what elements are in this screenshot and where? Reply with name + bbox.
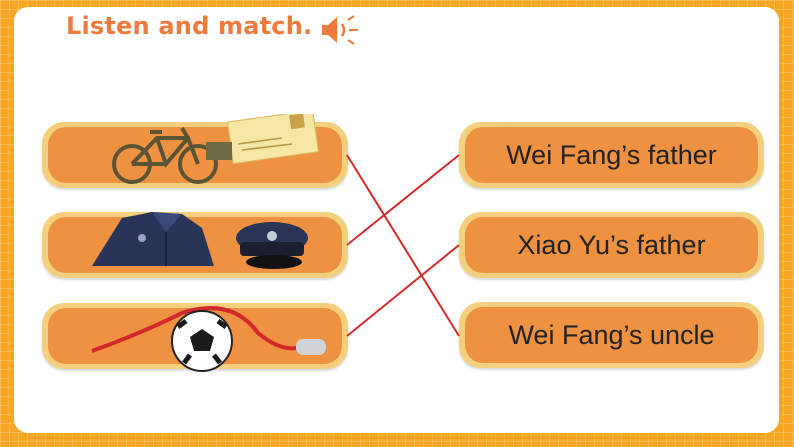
police-jacket-icon — [92, 212, 214, 266]
page-title: Listen and match. — [66, 12, 313, 40]
bicycle-bag — [206, 142, 232, 160]
police-cap-icon — [236, 222, 308, 269]
letter-icon — [226, 114, 320, 165]
football-icon — [171, 310, 233, 372]
right-item-1[interactable]: Wei Fang’s father — [459, 122, 764, 188]
left-item-police[interactable] — [42, 212, 348, 278]
right-item-2[interactable]: Xiao Yu’s father — [459, 212, 764, 278]
right-item-label: Wei Fang’s uncle — [508, 319, 715, 350]
right-item-label: Xiao Yu’s father — [517, 229, 706, 260]
left-item-football[interactable] — [42, 303, 348, 372]
left-item-bicycle[interactable] — [42, 114, 348, 188]
right-item-3[interactable]: Wei Fang’s uncle — [459, 302, 764, 368]
bicycle-icon — [112, 126, 218, 184]
football-and-whistle-picture — [91, 306, 326, 372]
police-uniform-and-cap-picture — [92, 212, 308, 269]
whistle-icon — [91, 306, 326, 355]
bicycle-and-letter-picture — [112, 114, 320, 184]
right-item-label: Wei Fang’s father — [506, 139, 717, 170]
speaker-icon[interactable] — [320, 14, 362, 46]
